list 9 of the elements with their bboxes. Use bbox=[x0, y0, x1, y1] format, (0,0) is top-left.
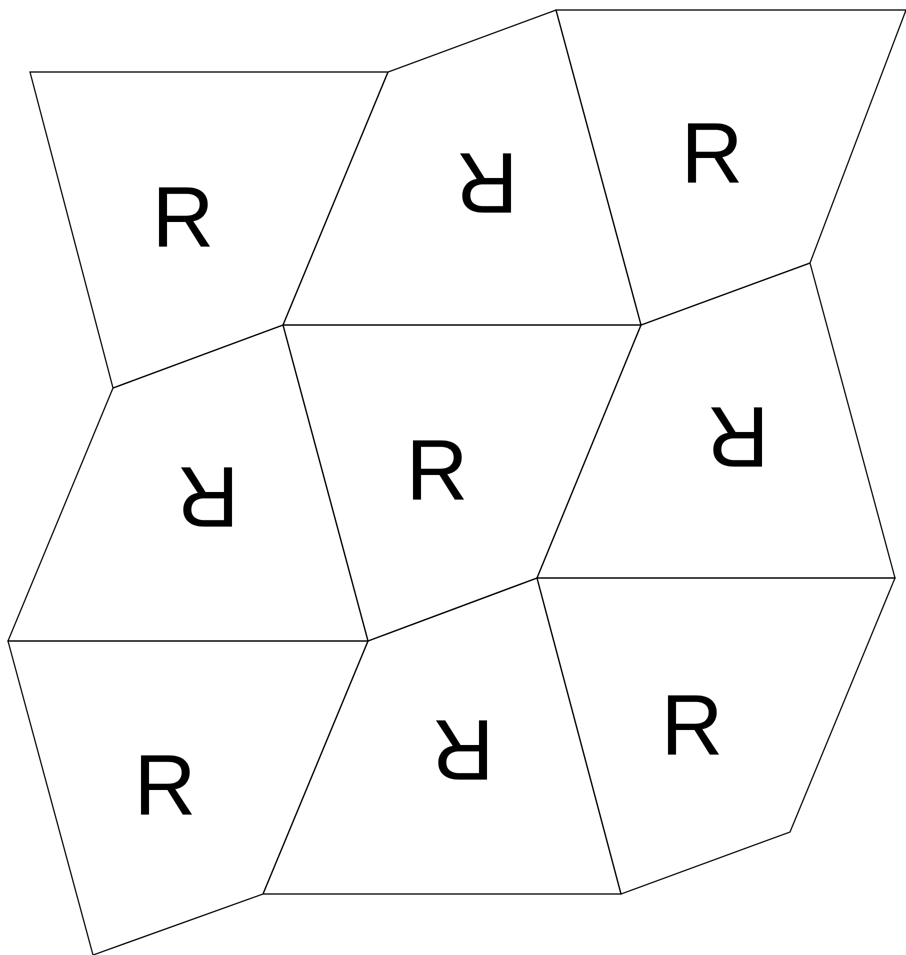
pentagon-tile: R bbox=[262, 577, 622, 895]
pentagon-tile: R bbox=[7, 324, 369, 642]
pentagon-tile: R bbox=[282, 9, 642, 326]
pentagon-tile: R bbox=[536, 577, 896, 895]
pentagon-tile: R bbox=[555, 9, 906, 326]
pentagon-tile: R bbox=[282, 324, 642, 642]
pentagon-tile: R bbox=[7, 640, 369, 955]
pentagon-tile: R bbox=[536, 262, 896, 579]
pentagon-tile: R bbox=[29, 71, 389, 389]
